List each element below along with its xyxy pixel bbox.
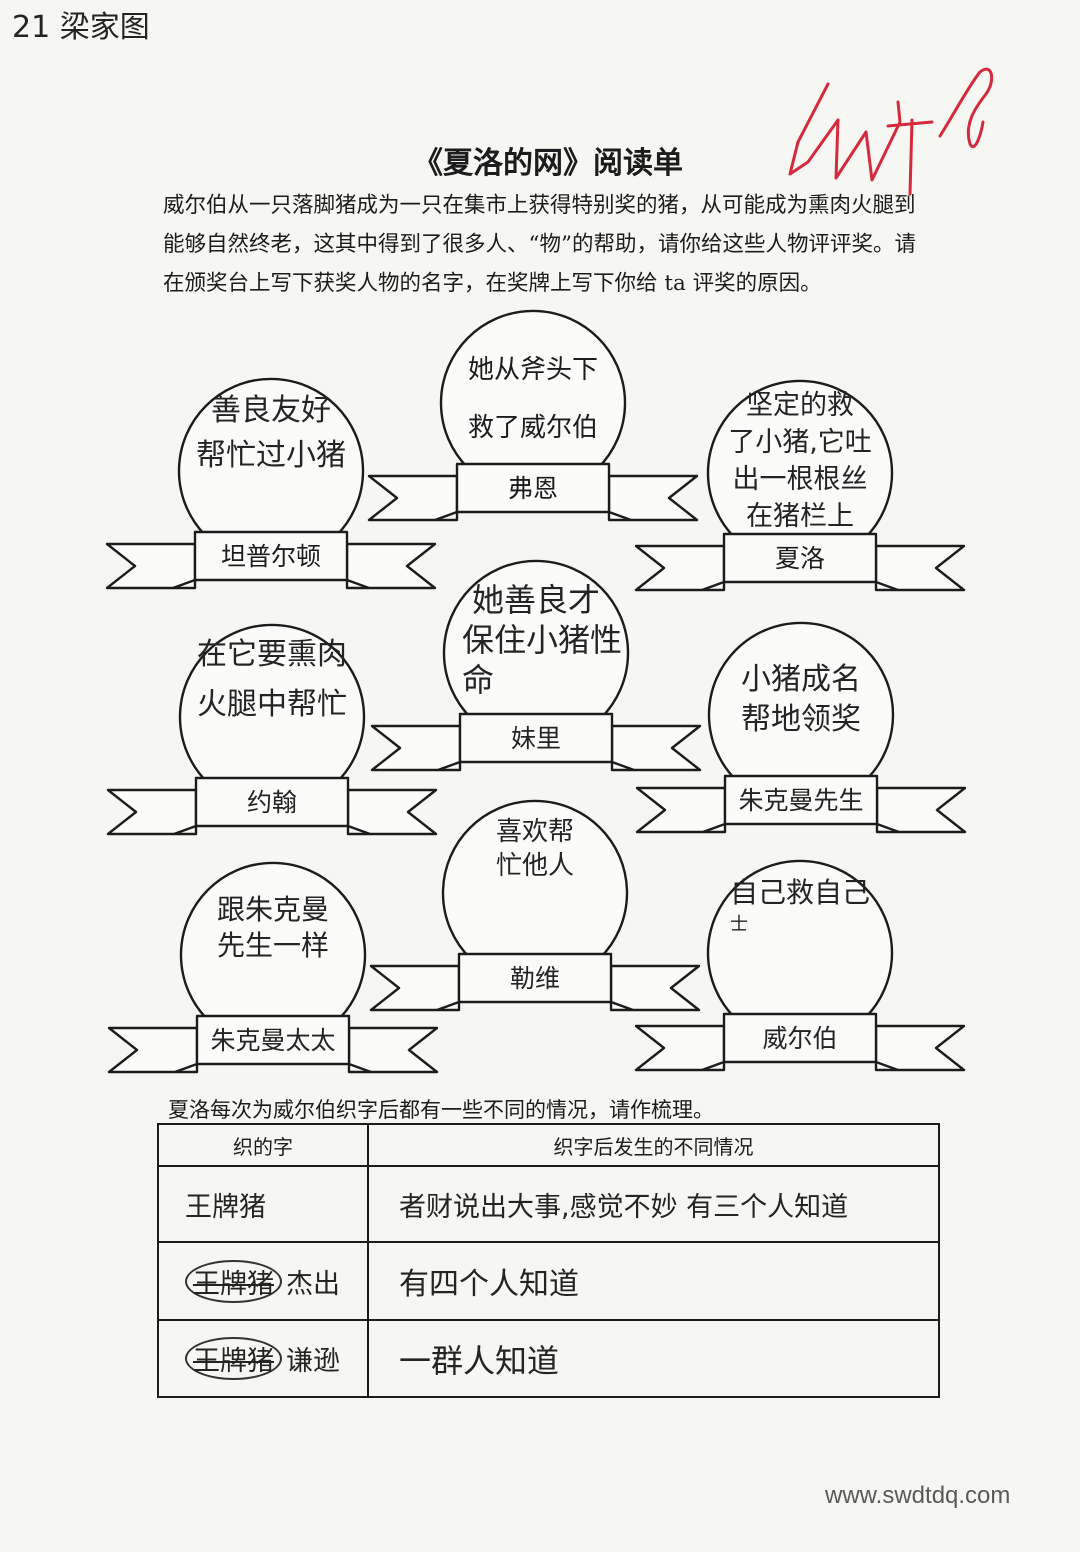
instructions-line: 能够自然终老，这其中得到了很多人、“物”的帮助，请你给这些人物评评奖。请: [163, 232, 916, 257]
award-winner-name: 妹里: [510, 724, 561, 753]
award-reason-line: 喜欢帮: [495, 817, 574, 847]
woven-word: 杰出: [286, 1268, 340, 1300]
situation-cell: 一群人知道: [367, 1319, 940, 1398]
award-medal-5: 她善良才 保住小猪性 命 妹里: [368, 558, 704, 773]
award-reason: 善良友好 帮忙过小猪: [181, 388, 361, 478]
woven-words-table: 织的字 织字后发生的不同情况 王牌猪 者财说出大事,感觉不妙 有三个人知道 王牌…: [157, 1123, 940, 1398]
award-reason-line: 帮地领奖: [741, 702, 861, 737]
woven-word-cell: 王牌猪: [157, 1165, 369, 1243]
award-reason: 坚定的救 了小猪,它吐 出一根根丝 在猪栏上: [710, 387, 890, 535]
award-medal-1: 善良友好 帮忙过小猪 坦普尔顿: [103, 376, 439, 591]
award-reason-line: 小猪成名: [741, 662, 861, 697]
woven-word-cell: 王牌猪杰出: [157, 1241, 369, 1321]
award-winner-name: 朱克曼先生: [738, 786, 864, 815]
award-reason-line: 在它要熏肉: [197, 637, 347, 672]
instructions-line: 在颁奖台上写下获奖人物的名字，在奖牌上写下你给 ta 评奖的原因。: [163, 271, 822, 296]
column-header-situation: 织字后发生的不同情况: [367, 1123, 940, 1167]
award-medal-8: 喜欢帮 忙他人 勒维: [367, 798, 703, 1013]
award-reason: 自己救自己 士: [710, 873, 890, 937]
award-reason-line: 了小猪,它吐: [728, 427, 872, 458]
award-reason: 喜欢帮 忙他人: [445, 815, 625, 883]
award-reason-line: 命: [462, 661, 495, 699]
award-winner-name: 朱克曼太太: [210, 1026, 336, 1055]
situation-cell: 有四个人知道: [367, 1241, 940, 1321]
woven-word-crossed: 王牌猪: [185, 1259, 282, 1303]
woven-word: 谦逊: [286, 1346, 340, 1377]
award-reason-line: 善良友好: [211, 393, 331, 428]
award-reason-line: 出一根根丝: [732, 464, 868, 495]
award-reason: 在它要熏肉 火腿中帮忙: [182, 630, 362, 730]
award-winner-name: 弗恩: [507, 474, 558, 503]
worksheet-title: 《夏洛的网》阅读单: [413, 146, 683, 181]
table-row: 王牌猪 者财说出大事,感觉不妙 有三个人知道: [157, 1165, 940, 1243]
award-reason: 跟朱克曼 先生一样: [183, 892, 363, 964]
award-reason: 她善良才 保住小猪性 命: [446, 580, 626, 700]
award-winner-name: 威尔伯: [762, 1024, 838, 1053]
woven-word: 王牌猪: [185, 1191, 266, 1223]
award-reason: 小猪成名 帮地领奖: [711, 660, 891, 740]
award-winner-name: 勒维: [509, 964, 560, 993]
award-winner-name: 坦普尔顿: [220, 542, 321, 571]
award-reason-line: 先生一样: [216, 929, 329, 962]
woven-word-cell: 王牌猪谦逊: [157, 1319, 369, 1398]
award-reason-line: 忙他人: [495, 851, 574, 881]
award-reason-line: 她善良才: [471, 581, 600, 619]
column-header-word: 织的字: [157, 1123, 369, 1167]
award-reason-line: 士: [730, 914, 748, 935]
award-reason-line: 保住小猪性: [462, 621, 623, 659]
award-reason-line: 跟朱克曼: [216, 893, 329, 926]
table-header-row: 织的字 织字后发生的不同情况: [157, 1123, 940, 1167]
instructions-line: 威尔伯从一只落脚猪成为一只在集市上获得特别奖的猪，从可能成为熏肉火腿到: [163, 193, 916, 218]
table-instructions: 夏洛每次为威尔伯织字后都有一些不同的情况，请作梳理。: [168, 1098, 714, 1122]
award-winner-name: 约翰: [246, 788, 297, 817]
award-reason-line: 坚定的救: [746, 390, 854, 421]
award-winner-name: 夏洛: [774, 544, 825, 573]
award-reason-line: 帮忙过小猪: [196, 438, 346, 473]
award-reason-line: 火腿中帮忙: [197, 687, 347, 722]
award-reason-line: 在猪栏上: [746, 501, 854, 532]
award-reason-line: 她从斧头下: [467, 355, 598, 385]
award-reason-line: 自己救自己: [729, 876, 870, 909]
site-watermark: www.swdtdq.com: [825, 1482, 1011, 1509]
award-medal-4: 在它要熏肉 火腿中帮忙 约翰: [104, 622, 440, 837]
table-row: 王牌猪杰出 有四个人知道: [157, 1241, 940, 1321]
award-reason: 她从斧头下 救了威尔伯: [443, 341, 623, 457]
student-handwritten-id: 21 梁家图: [12, 10, 150, 45]
instructions-paragraph: 威尔伯从一只落脚猪成为一只在集市上获得特别奖的猪，从可能成为熏肉火腿到 能够自然…: [163, 186, 916, 303]
situation-cell: 者财说出大事,感觉不妙 有三个人知道: [367, 1165, 940, 1243]
award-reason-line: 救了威尔伯: [467, 413, 598, 443]
award-medal-6: 小猪成名 帮地领奖 朱克曼先生: [633, 620, 969, 835]
award-medal-9: 自己救自己 士 威尔伯: [632, 858, 968, 1073]
table-row: 王牌猪谦逊 一群人知道: [157, 1319, 940, 1398]
red-grading-signature: [788, 67, 994, 196]
award-medal-3: 坚定的救 了小猪,它吐 出一根根丝 在猪栏上 夏洛: [632, 378, 968, 593]
award-medal-2: 她从斧头下 救了威尔伯 弗恩: [365, 308, 701, 523]
award-medal-7: 跟朱克曼 先生一样 朱克曼太太: [105, 860, 441, 1075]
woven-word-crossed: 王牌猪: [185, 1337, 282, 1380]
